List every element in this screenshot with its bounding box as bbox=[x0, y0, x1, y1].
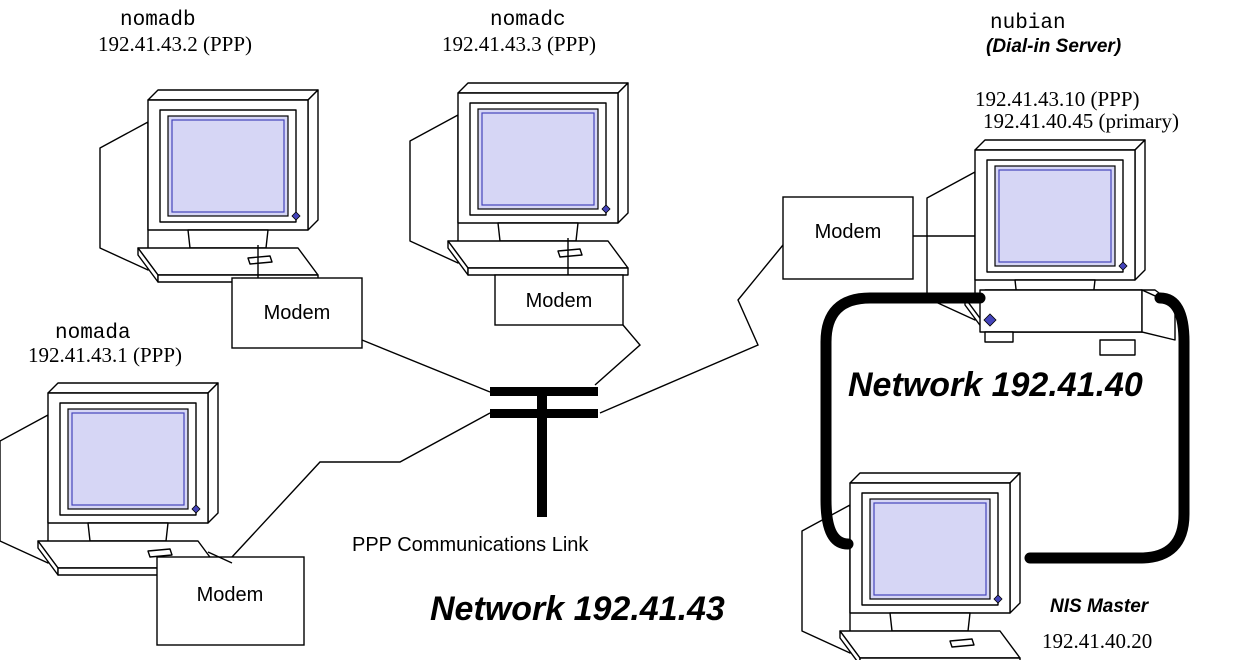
host-name-nomadc: nomadc bbox=[490, 9, 566, 32]
modem-label-nubian: Modem bbox=[815, 221, 882, 243]
host-name-nomadb: nomadb bbox=[120, 9, 196, 32]
host-role-nubian: (Dial-in Server) bbox=[986, 36, 1121, 57]
monitor-nubian bbox=[926, 139, 1176, 356]
ppp-line-nomadb bbox=[361, 339, 491, 393]
modem-nomadc bbox=[494, 274, 624, 326]
monitor-nomadb bbox=[99, 89, 319, 283]
host-address-nomada: 192.41.43.1 (PPP) bbox=[28, 343, 182, 367]
modem-nomada bbox=[156, 556, 305, 646]
host-address-nomadb: 192.41.43.2 (PPP) bbox=[98, 32, 252, 56]
network-lan-label: Network 192.41.40 bbox=[848, 366, 1143, 404]
host-address-primary-nubian: 192.41.40.45 (primary) bbox=[983, 109, 1179, 133]
monitor-nis-master bbox=[801, 472, 1021, 660]
ppp-link-label: PPP Communications Link bbox=[352, 534, 589, 556]
ppp-line-nomadc bbox=[594, 324, 641, 386]
ppp-line-nomada bbox=[231, 412, 491, 558]
monitor-nomadc bbox=[409, 82, 629, 276]
wire-nomada-modem bbox=[207, 551, 233, 564]
modem-nubian bbox=[782, 196, 914, 280]
modem-label-nomadc: Modem bbox=[526, 290, 593, 312]
modem-nomadb bbox=[231, 277, 363, 349]
monitor-nomada bbox=[0, 382, 219, 576]
host-address-ppp-nubian: 192.41.43.10 (PPP) bbox=[975, 87, 1140, 111]
network-ppp-label: Network 192.41.43 bbox=[430, 590, 725, 628]
modem-label-nomada: Modem bbox=[197, 584, 264, 606]
host-name-nomada: nomada bbox=[55, 322, 131, 345]
lan-ring bbox=[820, 292, 1190, 564]
nis-master-label: NIS Master bbox=[1050, 596, 1150, 617]
nis-master-address: 192.41.40.20 bbox=[1042, 629, 1152, 653]
host-address-nomadc: 192.41.43.3 (PPP) bbox=[442, 32, 596, 56]
ppp-link-stem bbox=[537, 387, 547, 517]
host-name-nubian: nubian bbox=[990, 12, 1066, 35]
ppp-line-nubian bbox=[599, 244, 784, 414]
modem-label-nomadb: Modem bbox=[264, 302, 331, 324]
